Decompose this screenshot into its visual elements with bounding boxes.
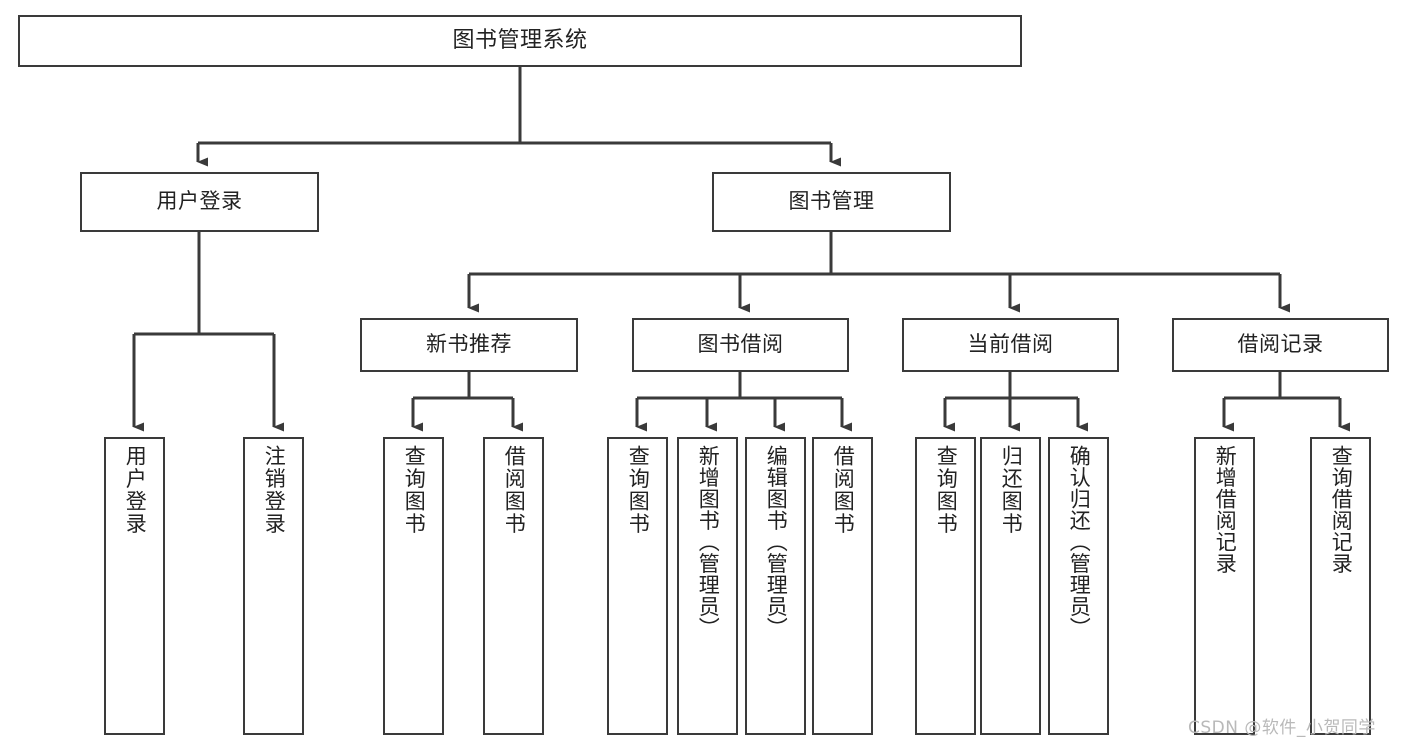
node-user-login[interactable]: 用户登录 <box>80 172 319 232</box>
node-book-management[interactable]: 图书管理 <box>712 172 951 232</box>
node-current-borrow-label: 当前借阅 <box>967 332 1054 357</box>
leaf-borrow-record-add-label: 新增借阅记录 <box>1213 445 1238 574</box>
node-current-borrow[interactable]: 当前借阅 <box>902 318 1119 372</box>
leaf-new-book-query-label: 查询图书 <box>402 445 427 535</box>
leaf-current-borrow-query-label: 查询图书 <box>934 445 959 535</box>
leaf-current-borrow-confirm[interactable]: 确认归还（管理员） <box>1048 437 1109 735</box>
node-book-borrow[interactable]: 图书借阅 <box>632 318 849 372</box>
leaf-book-borrow-add-label: 新增图书（管理员） <box>696 445 721 639</box>
node-book-borrow-label: 图书借阅 <box>697 332 784 357</box>
leaf-book-borrow-add[interactable]: 新增图书（管理员） <box>677 437 738 735</box>
leaf-new-book-query[interactable]: 查询图书 <box>383 437 444 735</box>
node-new-book-recommend-label: 新书推荐 <box>426 332 512 357</box>
leaf-book-borrow-borrow[interactable]: 借阅图书 <box>812 437 873 735</box>
leaf-borrow-record-query[interactable]: 查询借阅记录 <box>1310 437 1371 735</box>
leaf-user-login-logout[interactable]: 注销登录 <box>243 437 304 735</box>
node-book-management-label: 图书管理 <box>788 189 875 214</box>
node-root-system[interactable]: 图书管理系统 <box>18 15 1022 67</box>
leaf-user-login-logout-label: 注销登录 <box>262 445 287 535</box>
leaf-book-borrow-query-label: 查询图书 <box>626 445 651 535</box>
leaf-user-login-login-label: 用户登录 <box>123 445 148 535</box>
leaf-new-book-borrow-label: 借阅图书 <box>502 445 527 535</box>
leaf-book-borrow-edit[interactable]: 编辑图书（管理员） <box>745 437 806 735</box>
leaf-current-borrow-query[interactable]: 查询图书 <box>915 437 976 735</box>
leaf-current-borrow-return-label: 归还图书 <box>999 445 1024 535</box>
leaf-book-borrow-edit-label: 编辑图书（管理员） <box>764 445 789 639</box>
leaf-new-book-borrow[interactable]: 借阅图书 <box>483 437 544 735</box>
leaf-current-borrow-confirm-label: 确认归还（管理员） <box>1067 445 1092 639</box>
node-user-login-label: 用户登录 <box>156 189 243 214</box>
leaf-book-borrow-query[interactable]: 查询图书 <box>607 437 668 735</box>
node-borrow-record[interactable]: 借阅记录 <box>1172 318 1389 372</box>
leaf-book-borrow-borrow-label: 借阅图书 <box>831 445 856 535</box>
watermark-text: CSDN @软件_小贺同学 <box>1188 718 1376 738</box>
node-borrow-record-label: 借阅记录 <box>1237 332 1324 357</box>
leaf-borrow-record-query-label: 查询借阅记录 <box>1329 445 1354 574</box>
node-root-system-label: 图书管理系统 <box>452 27 588 53</box>
node-new-book-recommend[interactable]: 新书推荐 <box>360 318 578 372</box>
leaf-borrow-record-add[interactable]: 新增借阅记录 <box>1194 437 1255 735</box>
leaf-user-login-login[interactable]: 用户登录 <box>104 437 165 735</box>
leaf-current-borrow-return[interactable]: 归还图书 <box>980 437 1041 735</box>
